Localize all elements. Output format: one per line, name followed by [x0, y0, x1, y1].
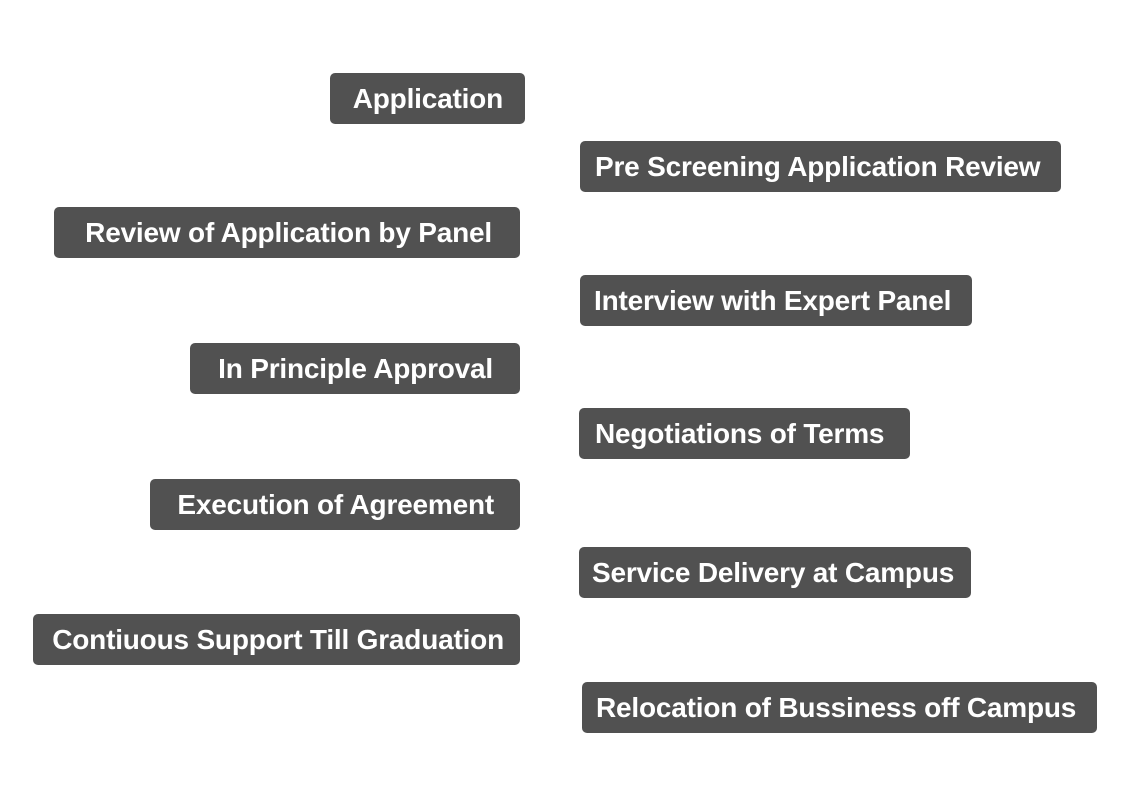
step-label: Review of Application by Panel — [85, 217, 492, 248]
step-label: Relocation of Bussiness off Campus — [596, 692, 1077, 723]
step-box-negotiations-of-terms: Negotiations of Terms — [579, 408, 910, 459]
step-box-in-principle-approval: In Principle Approval — [190, 343, 520, 394]
step-label: Execution of Agreement — [177, 489, 494, 520]
step-box-execution-of-agreement: Execution of Agreement — [150, 479, 520, 530]
step-box-interview-with-expert-panel: Interview with Expert Panel — [580, 275, 972, 326]
step-box-application: Application — [330, 73, 525, 124]
step-label: Service Delivery at Campus — [592, 557, 955, 588]
step-box-relocation-of-business-off-campus: Relocation of Bussiness off Campus — [582, 682, 1097, 733]
step-label: Interview with Expert Panel — [594, 285, 952, 316]
step-label: Negotiations of Terms — [595, 418, 885, 449]
step-box-review-of-application-by-panel: Review of Application by Panel — [54, 207, 520, 258]
step-box-service-delivery-at-campus: Service Delivery at Campus — [579, 547, 971, 598]
step-box-continuous-support-till-graduation: Contiuous Support Till Graduation — [33, 614, 520, 665]
step-label: In Principle Approval — [218, 353, 493, 384]
step-box-pre-screening-application-review: Pre Screening Application Review — [580, 141, 1061, 192]
step-label: Pre Screening Application Review — [595, 151, 1041, 182]
step-label: Contiuous Support Till Graduation — [52, 624, 504, 655]
step-label: Application — [352, 83, 503, 114]
